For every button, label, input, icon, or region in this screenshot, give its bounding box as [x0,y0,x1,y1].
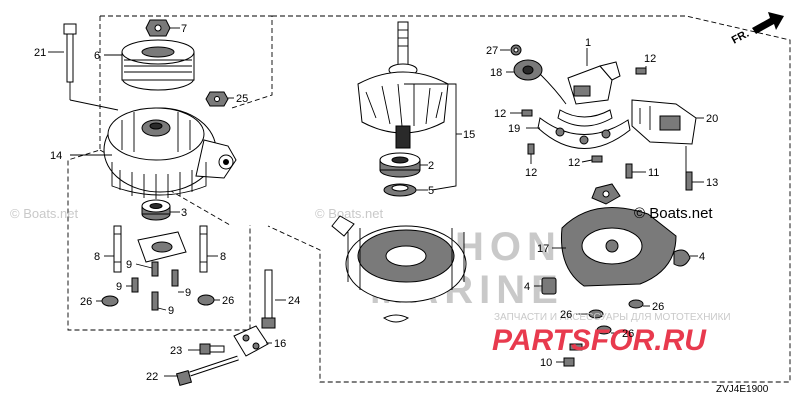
part-bolt-9-d [151,291,159,311]
part-terminal-small [591,183,621,205]
diagram-code: ZVJ4E1900 [716,384,769,395]
callout-19: 19 [508,123,520,135]
callout-1: 1 [585,37,591,49]
boats-watermark-mid: © Boats.net [315,206,384,221]
part-bolt-9-a [151,261,159,277]
part-regulator-1 [567,61,621,105]
front-direction-label: FR. [730,28,751,47]
callout-26-a: 26 [80,296,92,308]
part-bolt-21 [63,23,77,100]
part-screw-13 [685,171,693,191]
callout-22: 22 [146,371,158,383]
part-housing [331,215,467,323]
callout-18: 18 [490,67,502,79]
callout-labels: 1 2 3 4 4 5 6 7 8 8 9 9 9 9 10 11 12 12 … [34,23,718,383]
part-stud-8-left [113,225,122,273]
part-screw-12-a [635,67,647,75]
part-nut-7 [145,19,171,37]
shop-watermark-logo: PARTSFOR.RU [492,324,707,357]
callout-25: 25 [236,93,248,105]
front-arrow-icon [752,12,784,34]
callout-10: 10 [540,357,552,369]
part-stud-8-right [199,225,208,273]
part-ring-5 [383,183,417,197]
part-nut-26-b [197,294,215,306]
shop-watermark-caption: ЗАПЧАСТИ И АКСЕССУАРЫ ДЛЯ МОТОТЕХНИКИ [494,312,731,323]
part-clip-4-left [541,277,557,295]
part-cover-17 [560,207,677,287]
callout-12-d: 12 [568,157,580,169]
front-direction-indicator: FR. [730,12,784,47]
watermark-layer: © Boats.net © Boats.net HONDA MARINE [10,206,626,312]
callout-5: 5 [428,185,434,197]
part-bolt-22 [175,355,239,387]
shop-watermark: ЗАПЧАСТИ И АКСЕССУАРЫ ДЛЯ МОТОТЕХНИКИ PA… [492,312,731,357]
callout-4-left: 4 [524,281,530,293]
part-screw-11 [625,163,633,179]
part-bolt-9-b [171,269,179,287]
part-nut-26-c [628,299,644,309]
callout-9-a: 9 [126,259,132,271]
callout-17: 17 [537,243,549,255]
part-bearing-2 [379,152,421,178]
callout-26-e: 26 [622,328,634,340]
callout-9-d: 9 [168,305,174,317]
callout-12-b: 12 [494,108,506,120]
part-clip-4-right [673,249,691,267]
part-pulley-6 [121,39,195,91]
callout-23: 23 [170,345,182,357]
part-alternator-14 [103,107,237,199]
part-bolt-9-c [131,277,139,293]
callout-26-d: 26 [560,309,572,321]
part-brush-holder-20 [631,99,697,145]
callout-13: 13 [706,177,718,189]
part-screw-12-b [521,109,533,117]
part-stud-24 [261,269,276,329]
part-screw-12-d [591,155,603,163]
part-cap-27 [510,44,522,56]
part-screw-12-c [527,143,535,155]
boats-watermark-right: © Boats.net [634,205,713,222]
callout-3: 3 [181,207,187,219]
callout-16: 16 [274,338,286,350]
part-bolt-23 [199,343,225,355]
part-boot-18 [513,59,567,105]
part-nut-26-a [101,295,119,307]
callout-6: 6 [94,50,100,62]
callout-12-a: 12 [644,53,656,65]
part-nut-25 [205,91,229,107]
part-nut-26-e [596,325,612,335]
callout-11: 11 [648,167,659,179]
part-rotor-15 [357,21,449,149]
callout-27: 27 [486,45,498,57]
callout-15: 15 [463,129,475,141]
callout-8-right: 8 [220,251,226,263]
callout-24: 24 [288,295,300,307]
callout-9-c: 9 [116,281,122,293]
part-bearing-3 [141,199,171,221]
callout-12-c: 12 [525,167,537,179]
callout-26-c: 26 [652,301,664,313]
callout-26-b: 26 [222,295,234,307]
part-rectifier-19 [537,109,631,149]
part-bracket-16 [233,325,269,357]
callout-2: 2 [428,160,434,172]
callout-8-left: 8 [94,251,100,263]
callout-4-right: 4 [699,251,705,263]
callout-7: 7 [181,23,187,35]
part-mount-plate [137,231,187,263]
callout-21: 21 [34,47,46,59]
callout-9-b: 9 [185,287,191,299]
callout-14: 14 [50,150,62,162]
boats-watermark-left: © Boats.net [10,206,79,221]
callout-20: 20 [706,113,718,125]
